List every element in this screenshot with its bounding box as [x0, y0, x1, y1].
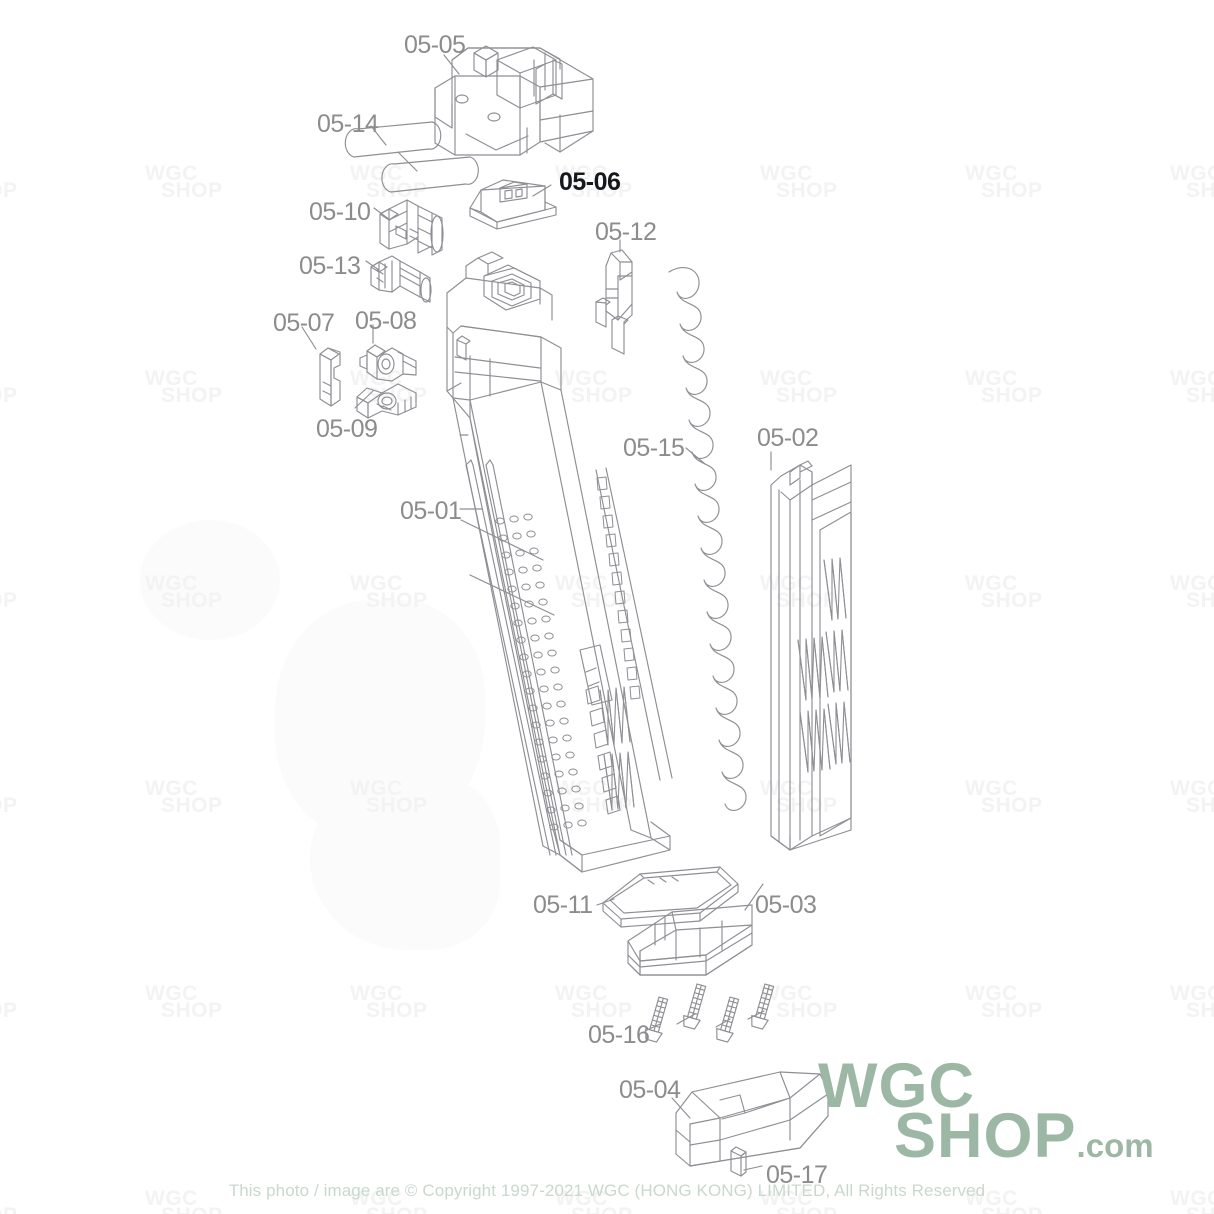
leader-05-16c	[715, 1018, 731, 1028]
part-05-06	[469, 179, 557, 230]
logo-shop-text: SHOP	[894, 1101, 1077, 1172]
part-05-08	[359, 344, 417, 382]
leader-05-10	[373, 207, 391, 221]
part-label-05-06: 05-06	[559, 168, 621, 196]
witness-holes-col1	[495, 517, 559, 831]
leader-05-16	[644, 1023, 661, 1032]
leader-05-07	[301, 326, 317, 350]
leader-05-17	[743, 1165, 763, 1171]
part-05-07	[319, 347, 341, 407]
leader-05-03	[744, 883, 764, 911]
part-label-05-16: 05-16	[588, 1021, 650, 1049]
part-label-05-02: 05-02	[757, 424, 819, 452]
leader-05-04	[671, 1097, 691, 1119]
part-05-14	[344, 121, 479, 193]
leader-05-05	[443, 54, 460, 75]
leader-05-16b	[676, 1013, 696, 1025]
leader-05-14b	[397, 151, 418, 172]
logo-line-1: WGC	[818, 1051, 975, 1121]
leader-05-09	[354, 390, 374, 409]
part-05-13	[370, 255, 432, 303]
leader-05-16d	[747, 1010, 765, 1020]
part-label-05-07: 05-07	[273, 309, 335, 337]
part-label-05-17: 05-17	[766, 1161, 828, 1189]
part-label-05-03: 05-03	[755, 891, 817, 919]
part-label-05-15: 05-15	[623, 434, 685, 462]
part-05-09	[356, 383, 417, 419]
copyright-footer: This photo / image are © Copyright 1997-…	[228, 1181, 986, 1200]
part-05-05	[434, 45, 594, 156]
part-05-10	[379, 199, 444, 256]
logo-line-2: SHOP.com	[818, 1105, 1154, 1168]
part-05-12	[595, 249, 633, 355]
logo-dotcom-text: .com	[1076, 1127, 1154, 1165]
wgcshop-logo: WGC SHOP.com	[818, 1051, 1154, 1168]
part-label-05-01: 05-01	[400, 497, 462, 525]
part-label-05-10: 05-10	[309, 198, 371, 226]
part-label-05-12: 05-12	[595, 218, 657, 246]
part-label-05-11: 05-11	[533, 891, 593, 919]
part-label-05-09: 05-09	[316, 415, 378, 443]
part-05-17	[730, 1146, 747, 1177]
witness-holes-col2	[509, 515, 573, 829]
part-05-01	[446, 251, 673, 873]
leader-05-13	[365, 260, 380, 271]
part-05-16	[642, 982, 779, 1044]
leader-05-06	[532, 184, 552, 197]
leader-05-15	[685, 447, 706, 465]
part-05-15	[668, 267, 747, 811]
witness-holes-col3	[523, 513, 587, 827]
part-05-02	[770, 460, 852, 851]
part-label-05-05: 05-05	[404, 31, 466, 59]
part-label-05-04: 05-04	[619, 1076, 681, 1104]
part-05-04	[675, 1071, 829, 1167]
part-label-05-14: 05-14	[317, 110, 379, 138]
part-05-03	[627, 904, 753, 976]
leader-05-14	[370, 125, 387, 146]
leader-05-11	[596, 898, 615, 906]
part-05-11	[602, 866, 739, 928]
part-label-05-13: 05-13	[299, 252, 361, 280]
part-label-05-08: 05-08	[355, 307, 417, 335]
